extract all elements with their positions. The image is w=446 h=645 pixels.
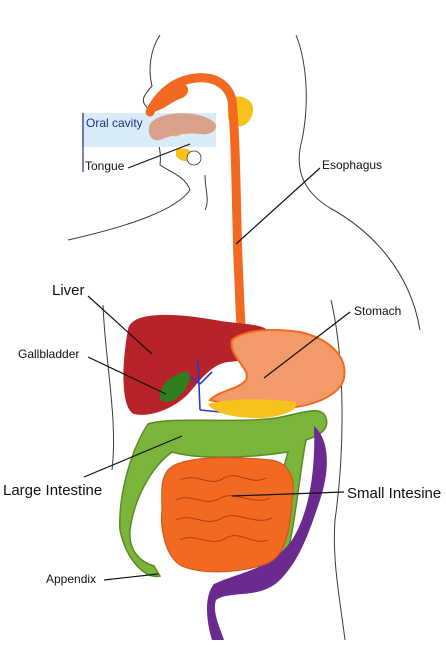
label-tongue: Tongue bbox=[85, 159, 125, 173]
label-gallbladder: Gallbladder bbox=[18, 347, 80, 361]
label-appendix: Appendix bbox=[46, 572, 97, 586]
label-esophagus: Esophagus bbox=[322, 158, 383, 172]
tongue-shape bbox=[148, 113, 217, 141]
rectum-shape bbox=[207, 426, 327, 640]
pancreas-shape bbox=[208, 399, 297, 418]
label-small-intestine: Small Intesine bbox=[347, 485, 442, 502]
gallbladder-shape bbox=[159, 372, 190, 402]
label-large-intestine: Large Intestine bbox=[3, 482, 103, 499]
label-oral-cavity: Oral cavity bbox=[86, 116, 143, 130]
label-stomach: Stomach bbox=[354, 304, 402, 318]
throat-marker bbox=[186, 150, 202, 166]
esophagus-tube bbox=[145, 73, 249, 355]
leader-lines bbox=[83, 143, 351, 581]
nasal-passage bbox=[150, 84, 188, 112]
small-intestine-shape bbox=[161, 457, 294, 573]
bile-duct bbox=[185, 359, 241, 415]
label-liver: Liver bbox=[52, 282, 85, 299]
small-intestine-coils bbox=[175, 475, 273, 542]
